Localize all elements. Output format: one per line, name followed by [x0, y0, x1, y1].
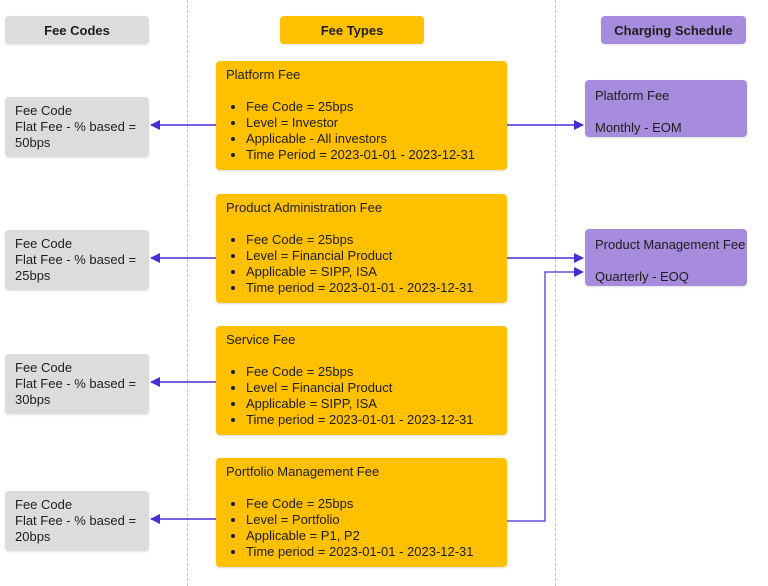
header-fee-codes: Fee Codes — [5, 16, 149, 44]
fee-type-bullet: Applicable - All investors — [246, 131, 497, 147]
fee-type-title: Product Administration Fee — [226, 200, 383, 215]
fee-code-box-3: Fee Code Flat Fee - % based = 30bps — [5, 354, 149, 414]
fee-code-type: Flat Fee - % based = — [15, 376, 137, 391]
schedule-frequency: Monthly - EOM — [595, 120, 682, 135]
fee-type-title: Platform Fee — [226, 67, 301, 82]
fee-code-box-2: Fee Code Flat Fee - % based = 25bps — [5, 230, 149, 290]
arrow-portfolio-to-schedule — [507, 267, 584, 522]
fee-type-bullet: Fee Code = 25bps — [246, 99, 497, 115]
fee-type-details: Fee Code = 25bps Level = Portfolio Appli… — [226, 496, 497, 560]
schedule-frequency: Quarterly - EOQ — [595, 269, 689, 284]
fee-type-details: Fee Code = 25bps Level = Financial Produ… — [226, 232, 497, 296]
fee-type-bullet: Time period = 2023-01-01 - 2023-12-31 — [246, 280, 497, 296]
fee-type-bullet: Time period = 2023-01-01 - 2023-12-31 — [246, 544, 497, 560]
fee-code-value: 30bps — [15, 392, 51, 407]
fee-code-value: 25bps — [15, 268, 51, 283]
schedule-title: Product Management Fee — [595, 237, 746, 252]
fee-code-label: Fee Code — [15, 103, 73, 118]
fee-type-bullet: Time period = 2023-01-01 - 2023-12-31 — [246, 412, 497, 428]
fee-type-service: Service Fee Fee Code = 25bps Level = Fin… — [216, 326, 507, 435]
schedule-title: Platform Fee — [595, 88, 670, 103]
fee-code-label: Fee Code — [15, 497, 73, 512]
fee-code-label: Fee Code — [15, 236, 73, 251]
fee-code-value: 50bps — [15, 135, 51, 150]
schedule-product-management-fee: Product Management Fee Quarterly - EOQ — [585, 229, 747, 286]
fee-type-title: Portfolio Management Fee — [226, 464, 380, 479]
fee-type-bullet: Applicable = SIPP, ISA — [246, 396, 497, 412]
fee-type-bullet: Time Period = 2023-01-01 - 2023-12-31 — [246, 147, 497, 163]
fee-code-box-1: Fee Code Flat Fee - % based = 50bps — [5, 97, 149, 157]
header-fee-types: Fee Types — [280, 16, 424, 44]
fee-code-type: Flat Fee - % based = — [15, 119, 137, 134]
column-divider-left — [187, 0, 188, 586]
fee-type-portfolio-management: Portfolio Management Fee Fee Code = 25bp… — [216, 458, 507, 567]
fee-type-bullet: Level = Financial Product — [246, 248, 497, 264]
fee-type-bullet: Fee Code = 25bps — [246, 232, 497, 248]
fee-type-bullet: Applicable = SIPP, ISA — [246, 264, 497, 280]
header-charging-schedule: Charging Schedule — [601, 16, 746, 44]
fee-type-details: Fee Code = 25bps Level = Financial Produ… — [226, 364, 497, 428]
fee-code-box-4: Fee Code Flat Fee - % based = 20bps — [5, 491, 149, 551]
fee-type-title: Service Fee — [226, 332, 296, 347]
fee-code-type: Flat Fee - % based = — [15, 513, 137, 528]
fee-type-bullet: Applicable = P1, P2 — [246, 528, 497, 544]
fee-code-label: Fee Code — [15, 360, 73, 375]
column-divider-right — [555, 0, 556, 586]
fee-type-product-administration: Product Administration Fee Fee Code = 25… — [216, 194, 507, 303]
fee-type-bullet: Level = Investor — [246, 115, 497, 131]
schedule-platform-fee: Platform Fee Monthly - EOM — [585, 80, 747, 137]
fee-type-bullet: Fee Code = 25bps — [246, 496, 497, 512]
fee-code-value: 20bps — [15, 529, 51, 544]
fee-type-bullet: Fee Code = 25bps — [246, 364, 497, 380]
fee-type-details: Fee Code = 25bps Level = Investor Applic… — [226, 99, 497, 163]
fee-code-type: Flat Fee - % based = — [15, 252, 137, 267]
fee-type-bullet: Level = Financial Product — [246, 380, 497, 396]
fee-type-bullet: Level = Portfolio — [246, 512, 497, 528]
fee-type-platform: Platform Fee Fee Code = 25bps Level = In… — [216, 61, 507, 170]
